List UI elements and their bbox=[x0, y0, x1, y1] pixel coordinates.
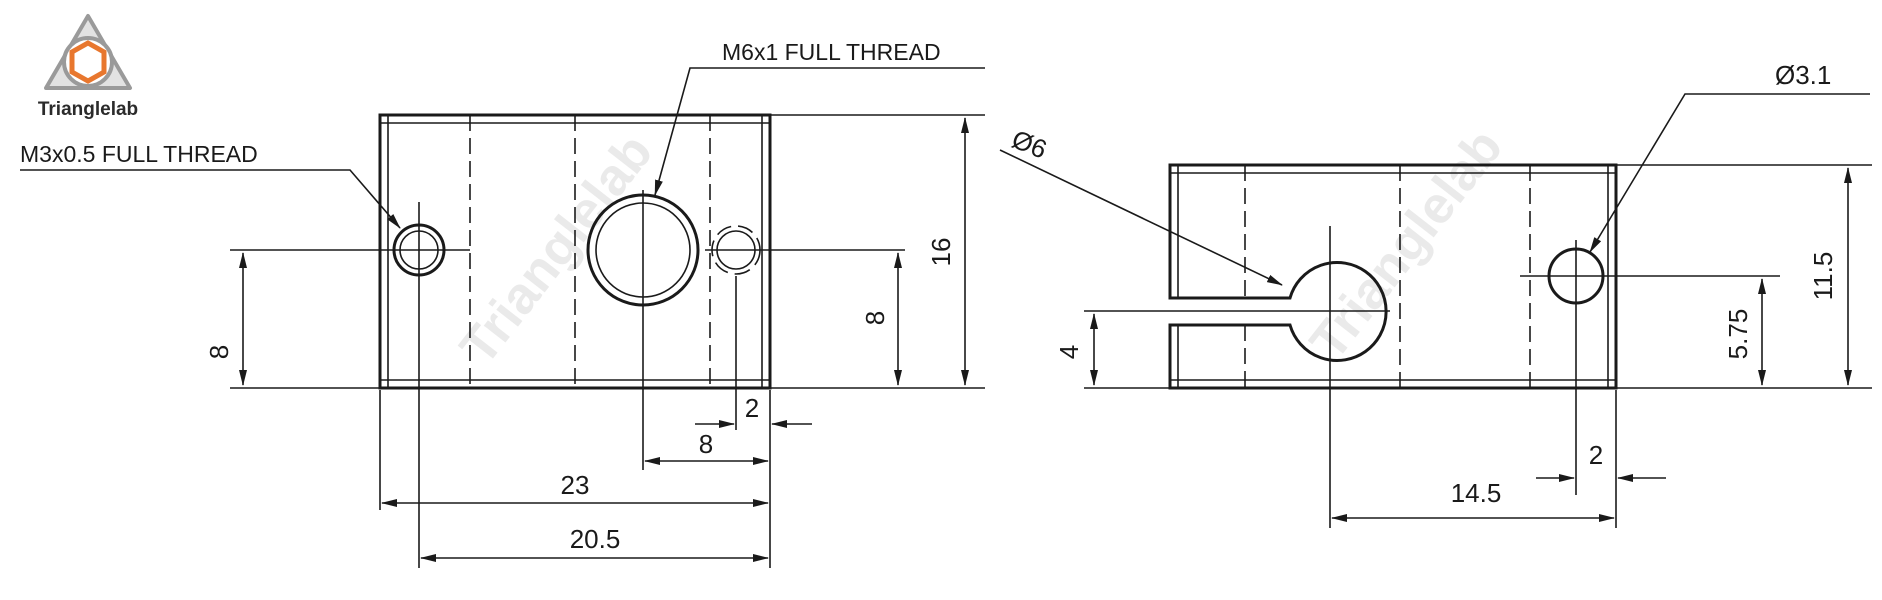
dim-23: 23 bbox=[561, 470, 590, 500]
trianglelab-logo: Trianglelab bbox=[38, 14, 138, 120]
dim-16: 16 bbox=[926, 238, 956, 267]
dim-8-right: 8 bbox=[860, 311, 890, 325]
logo-icon bbox=[44, 14, 132, 90]
dim-5-75: 5.75 bbox=[1723, 309, 1753, 360]
m6-thread-note: M6x1 FULL THREAD bbox=[722, 39, 941, 65]
m3-thread-note: M3x0.5 FULL THREAD bbox=[20, 141, 258, 167]
side-view: Ø6 Ø3.1 11.5 5.75 4 2 14.5 bbox=[999, 60, 1872, 528]
watermark: Trianglelab bbox=[1299, 119, 1514, 371]
watermark: Trianglelab bbox=[449, 124, 664, 376]
front-view: M6x1 FULL THREAD M3x0.5 FULL THREAD 16 8… bbox=[20, 39, 985, 568]
dim-dia-3-1: Ø3.1 bbox=[1775, 60, 1831, 90]
logo-text: Trianglelab bbox=[38, 99, 138, 120]
dim-20-5: 20.5 bbox=[570, 524, 621, 554]
side-body-outline bbox=[1168, 163, 1618, 390]
dim-2-front: 2 bbox=[745, 393, 759, 423]
dim-8-left: 8 bbox=[204, 345, 234, 359]
dim-11-5: 11.5 bbox=[1808, 252, 1838, 301]
dim-dia-6: Ø6 bbox=[1008, 124, 1051, 165]
dim-4: 4 bbox=[1054, 345, 1084, 359]
dim-8-offset: 8 bbox=[699, 429, 713, 459]
dim-2-side: 2 bbox=[1589, 440, 1603, 470]
dim-14-5: 14.5 bbox=[1451, 478, 1502, 508]
